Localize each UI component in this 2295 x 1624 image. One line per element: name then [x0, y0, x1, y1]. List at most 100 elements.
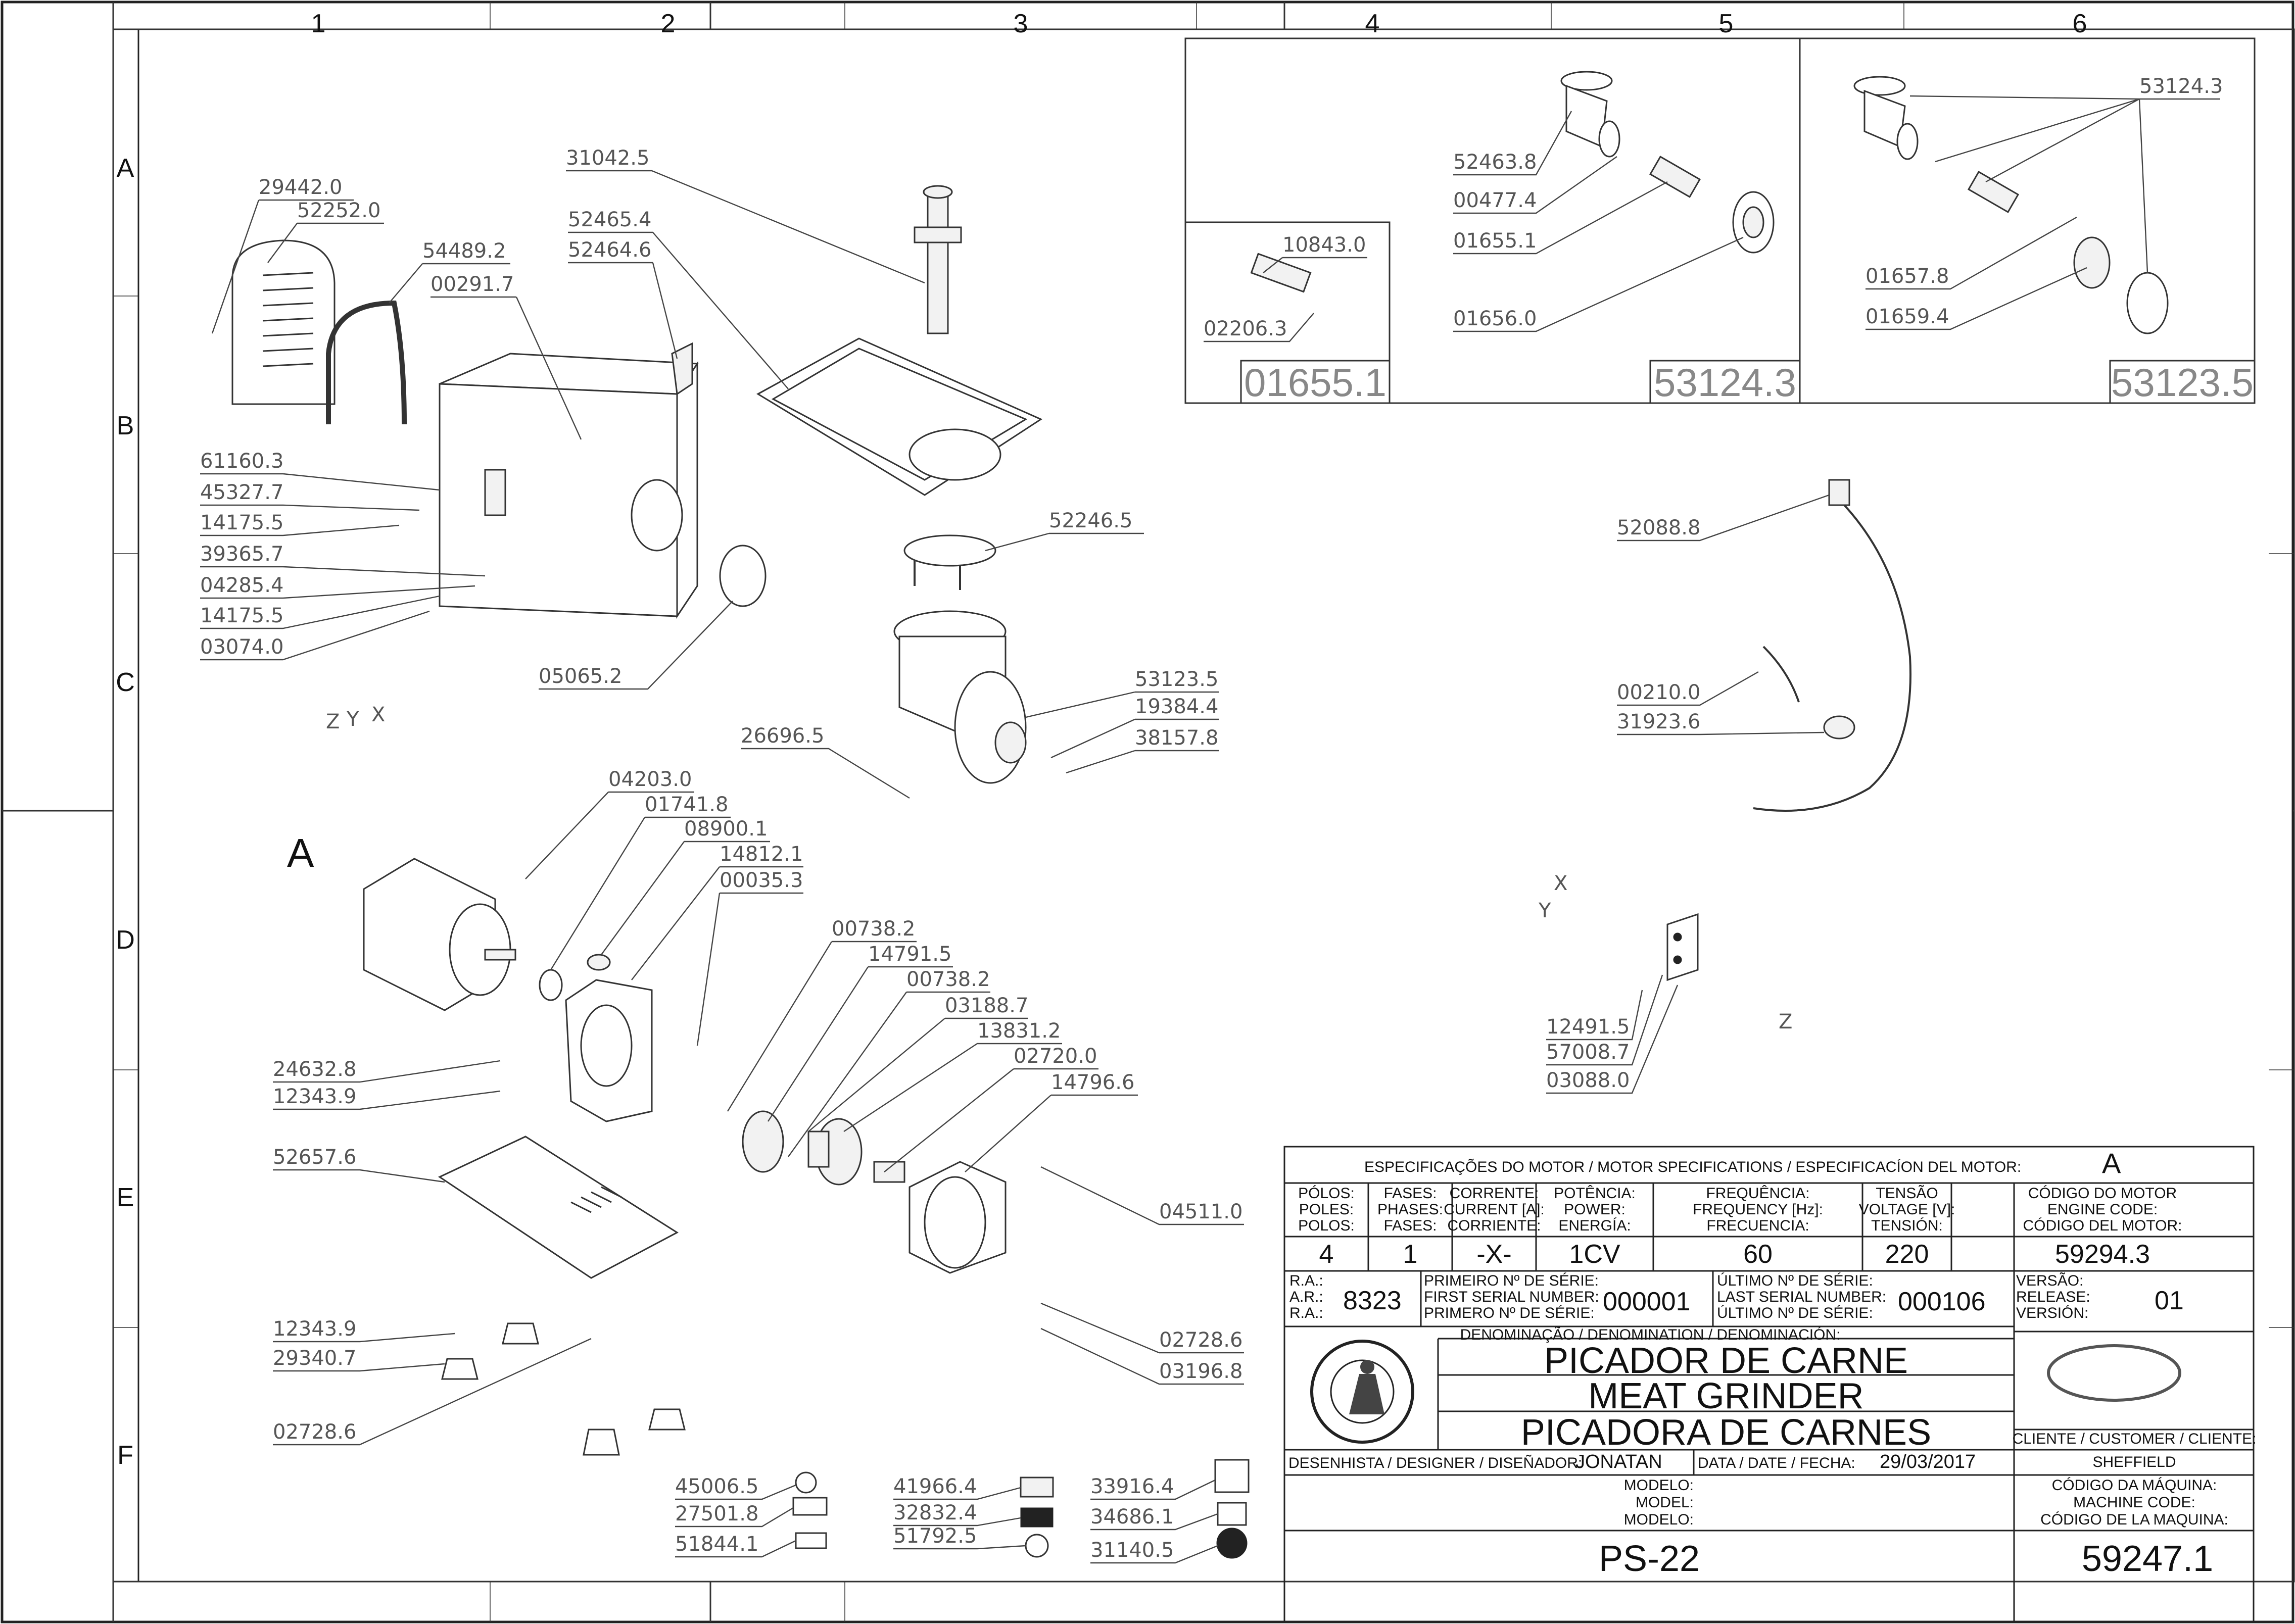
callout: 34686.1 — [1090, 1505, 1218, 1531]
callout: 31042.5 — [566, 146, 925, 284]
value-current: -X- — [1476, 1240, 1511, 1269]
part-label: 52657.6 — [273, 1146, 356, 1169]
grid-row-D: D — [116, 925, 135, 955]
model-value: PS-22 — [1599, 1539, 1700, 1579]
header-voltage-1: TENSÃO — [1876, 1185, 1938, 1202]
header-current-1: CORRENTE: — [1450, 1185, 1539, 1202]
part-feet — [441, 1322, 686, 1456]
callout: 52252.0 — [267, 199, 384, 263]
part-label: 14791.5 — [868, 943, 951, 966]
callout: 02728.6 — [1040, 1302, 1244, 1354]
callout: 27501.8 — [675, 1502, 794, 1528]
part-label: 52252.0 — [297, 199, 380, 222]
callout: 52246.5 — [985, 509, 1144, 552]
sticker-51792-recycle — [1025, 1534, 1049, 1558]
callout: 01741.8 — [550, 793, 731, 970]
header-current-2: CURRENT [A]: — [1444, 1201, 1544, 1218]
denomination-label: DENOMINAÇÃO / DENOMINATION / DENOMINACIÓ… — [1460, 1326, 1841, 1343]
callout: 13831.2 — [843, 1019, 1062, 1133]
motor-spec-headers: PÓLOS: POLES: POLOS: FASES: PHASES: FASE… — [1298, 1185, 2182, 1234]
part-label: 03188.7 — [945, 994, 1028, 1017]
part-label: 02728.6 — [273, 1420, 356, 1444]
value-frequency: 60 — [1743, 1240, 1773, 1269]
part-front-housing — [909, 1161, 1007, 1274]
part-label: 04511.0 — [1159, 1200, 1242, 1223]
callout: 12343.9 — [273, 1317, 455, 1343]
motor-spec-values: 4 1 -X- 1CV 60 220 59294.3 — [1319, 1240, 2150, 1269]
header-engine-code-2: ENGINE CODE: — [2047, 1201, 2158, 1218]
callout: 00738.2 — [788, 968, 990, 1157]
part-label: 01656.0 — [1453, 307, 1537, 330]
last-serial-label-1: ÚLTIMO Nº DE SÉRIE: — [1717, 1272, 1873, 1289]
brand-logo — [2047, 1344, 2181, 1402]
first-serial-value: 000001 — [1603, 1287, 1691, 1316]
part-gears — [742, 1110, 905, 1186]
part-label: 57008.7 — [1546, 1041, 1630, 1064]
header-current-3: CORRIENTE: — [1447, 1217, 1541, 1234]
callout: 04511.0 — [1040, 1166, 1244, 1225]
motor-letter: A — [2102, 1147, 2121, 1179]
part-switch — [1666, 913, 1699, 981]
first-serial-label-3: PRIMERO Nº DE SÉRIE: — [1424, 1305, 1595, 1321]
part-label: 33916.4 — [1090, 1475, 1174, 1498]
part-label: 52088.8 — [1617, 516, 1700, 539]
header-power-2: POWER: — [1564, 1201, 1625, 1218]
part-label: 54489.2 — [422, 239, 506, 263]
callout: 38157.8 — [1066, 726, 1219, 774]
version-label-3: VERSIÓN: — [2016, 1305, 2088, 1321]
grid-col-3: 3 — [1014, 9, 1028, 38]
sticker-45006-icon — [795, 1471, 817, 1494]
sticker-34686-voltage — [1217, 1502, 1247, 1526]
part-label: 04285.4 — [200, 574, 283, 597]
part-label: 12343.9 — [273, 1085, 356, 1108]
part-label: 14812.1 — [720, 843, 803, 866]
part-label: 12343.9 — [273, 1317, 356, 1341]
part-label: 14175.5 — [200, 604, 283, 627]
part-label: 52464.6 — [568, 238, 651, 262]
part-label: 05065.2 — [539, 665, 622, 688]
part-label: 01655.1 — [1453, 229, 1537, 253]
header-phases-3: FASES: — [1383, 1217, 1437, 1234]
callout: 57008.7 — [1546, 974, 1663, 1066]
axis-x-motor: X — [371, 703, 385, 726]
part-latch — [671, 342, 693, 396]
sticker-33916-warning — [1214, 1459, 1250, 1493]
date-value: 29/03/2017 — [1880, 1451, 1976, 1472]
part-label: 03088.0 — [1546, 1069, 1630, 1092]
callout: 52657.6 — [273, 1146, 445, 1183]
machine-code-label-1: CÓDIGO DA MÁQUINA: — [2052, 1477, 2217, 1494]
part-grinder-head — [893, 610, 1027, 784]
authorized-service-stamp — [1310, 1340, 1414, 1444]
part-inset-neck-5 — [1560, 71, 1620, 158]
part-inset-screw-6 — [1967, 171, 2020, 213]
customer-value: SHEFFIELD — [2092, 1454, 2176, 1470]
ra-label-1: R.A.: — [1289, 1272, 1323, 1289]
callout: 03088.0 — [1546, 985, 1679, 1094]
ra-label-2: A.R.: — [1289, 1289, 1323, 1305]
part-label: 14796.6 — [1051, 1071, 1134, 1094]
callout: 61160.3 — [200, 450, 440, 491]
value-voltage: 220 — [1885, 1240, 1929, 1269]
part-inset-plate-5 — [1732, 191, 1775, 254]
last-serial-label-2: LAST SERIAL NUMBER: — [1717, 1289, 1886, 1305]
product-name-pt: PICADOR DE CARNE — [1544, 1341, 1908, 1381]
part-label: 52246.5 — [1049, 509, 1132, 532]
part-label: 13831.2 — [977, 1019, 1061, 1043]
callout: 14791.5 — [767, 943, 953, 1122]
grid-row-E: E — [117, 1183, 134, 1212]
machine-code-value: 59247.1 — [2082, 1539, 2213, 1579]
motor-spec-title: ESPECIFICAÇÕES DO MOTOR / MOTOR SPECIFIC… — [1364, 1158, 2021, 1175]
part-inset-neck-6 — [1853, 76, 1919, 160]
part-label: 10843.0 — [1282, 233, 1366, 257]
part-tray — [756, 337, 1043, 496]
model-labels: MODELO: MODEL: MODELO: — [1624, 1477, 1694, 1528]
callout: 04285.4 — [200, 574, 475, 599]
sticker-51844-label — [795, 1532, 827, 1549]
part-label: 19384.4 — [1135, 695, 1218, 718]
grid-col-2: 2 — [661, 9, 676, 38]
part-plug-08900 — [587, 954, 611, 971]
grid-col-4: 4 — [1365, 9, 1380, 38]
callout: 39365.7 — [200, 543, 486, 577]
callout: 02728.6 — [273, 1338, 592, 1446]
part-label: 51844.1 — [675, 1533, 758, 1556]
